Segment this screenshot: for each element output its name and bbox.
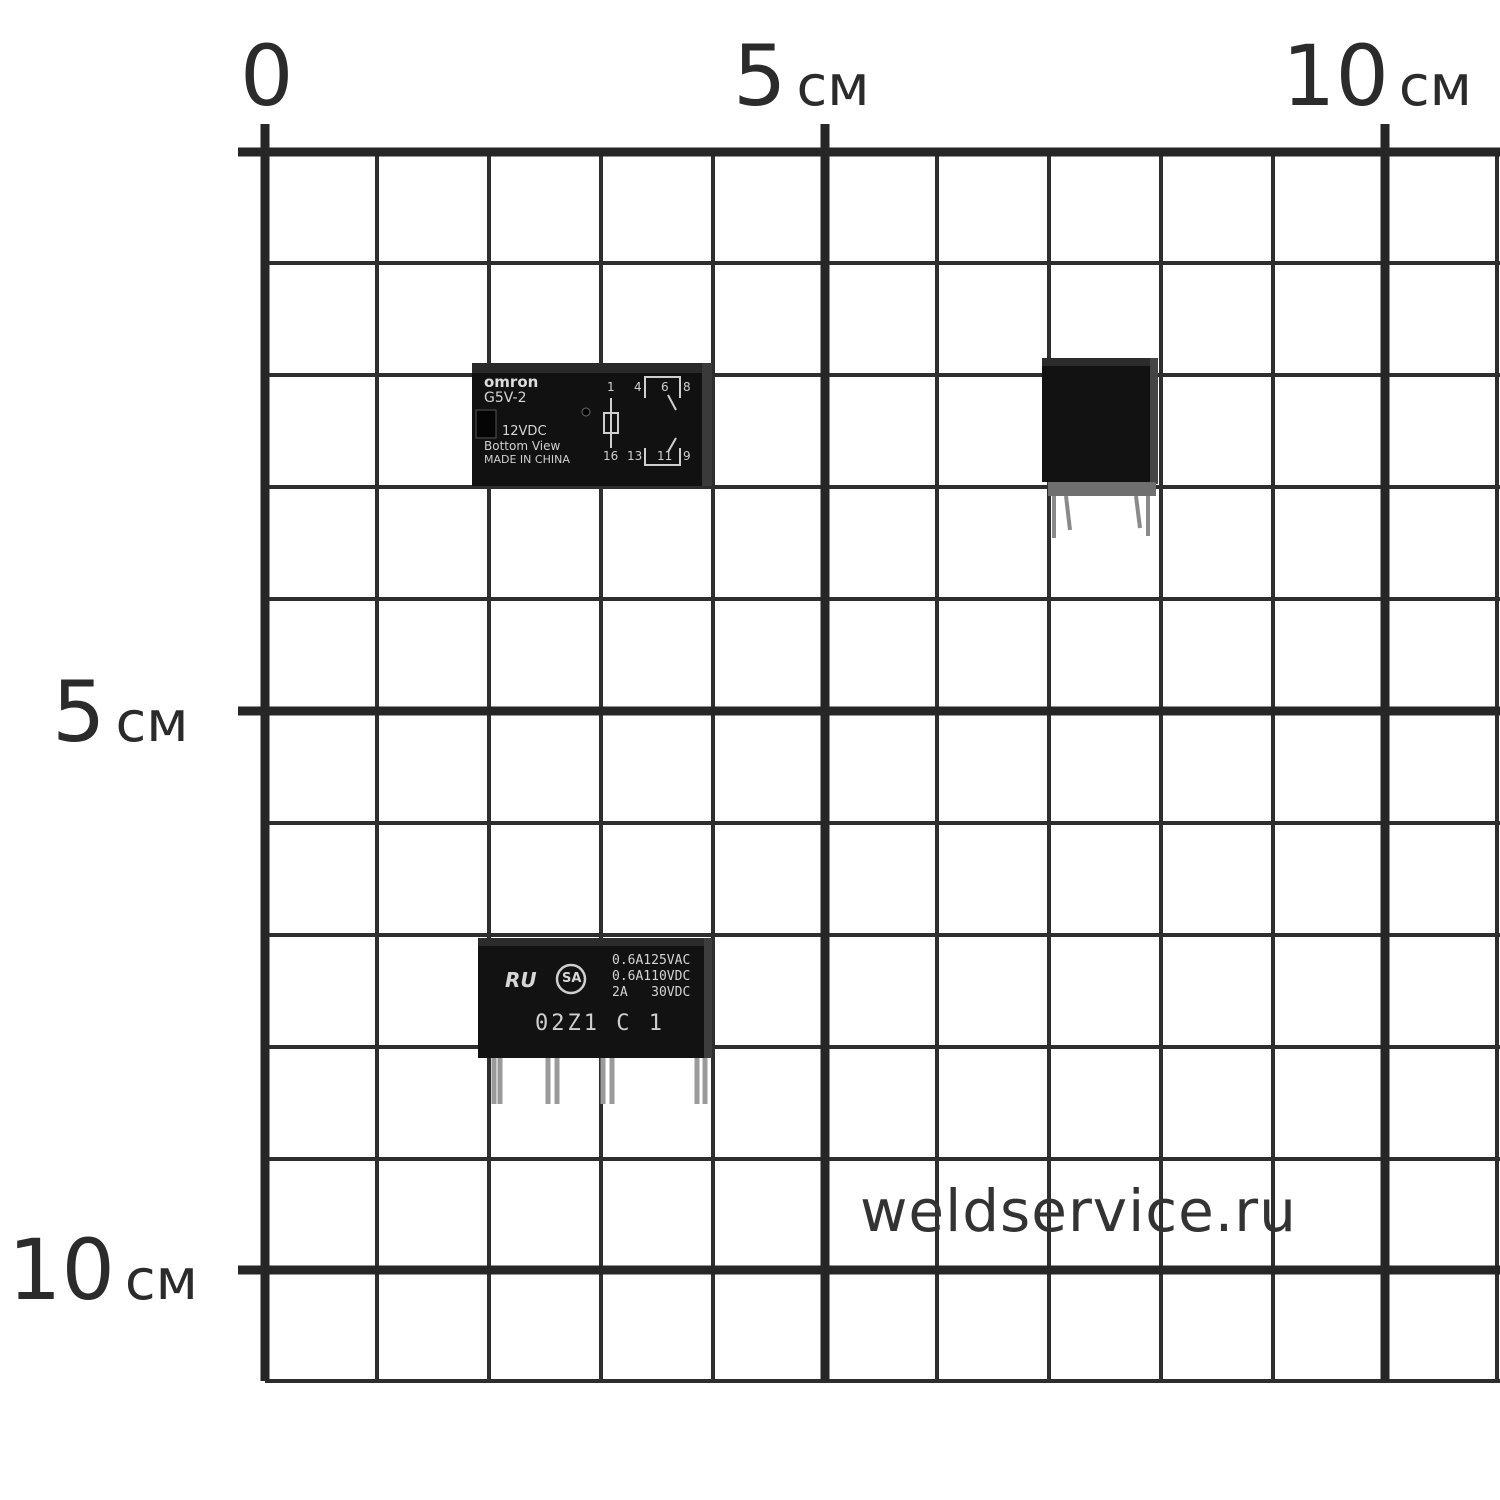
relay-pin-13: 13 xyxy=(627,449,643,463)
relay-model: G5V-2 xyxy=(484,390,527,406)
csa-mark-text: SA xyxy=(562,971,582,986)
ul-mark-icon: RU xyxy=(505,968,537,992)
relay-front-view xyxy=(478,938,712,1104)
relay-pin-8: 8 xyxy=(683,380,691,394)
relay-view-note: Bottom View xyxy=(484,439,561,453)
relay-voltage: 12VDC xyxy=(502,424,547,439)
watermark: weldservice.ru xyxy=(860,1177,1297,1245)
relay-rating-1: 0.6A125VAC xyxy=(612,953,691,968)
relay-rating-3: 2A 30VDC xyxy=(612,985,691,1000)
relay-pin-9: 9 xyxy=(683,449,691,463)
relay-pin-11: 11 xyxy=(657,449,673,463)
relay-pin-1: 1 xyxy=(607,380,615,394)
relay-omron-top-view xyxy=(472,363,712,486)
relay-code: 02Z1 C 1 xyxy=(535,1011,665,1036)
csa-mark-icon xyxy=(555,963,587,995)
relay-pin-16: 16 xyxy=(603,449,619,463)
relay-rating-2: 0.6A110VDC xyxy=(612,969,691,984)
relay-pin-4: 4 xyxy=(634,380,642,394)
relay-pin-6: 6 xyxy=(661,380,669,394)
relay-origin: MADE IN CHINA xyxy=(484,453,570,466)
relay-side-view xyxy=(1042,358,1158,538)
x-axis-label-0: 0 xyxy=(240,27,294,125)
relay-brand: omron xyxy=(484,373,539,391)
